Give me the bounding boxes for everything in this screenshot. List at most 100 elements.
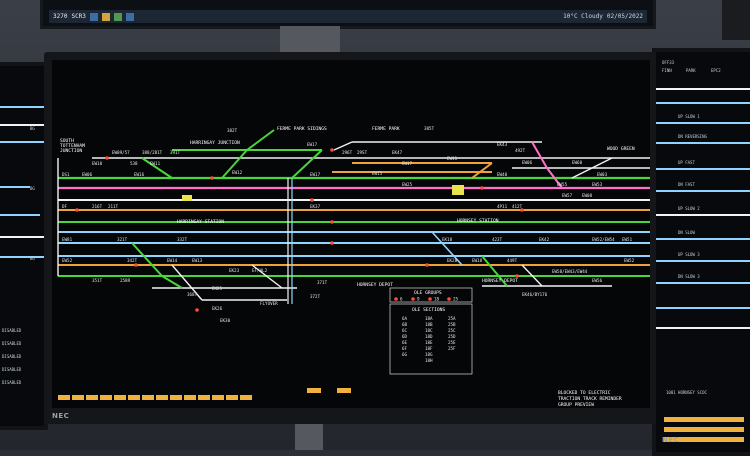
right-monitor-footer: 1001 HORNSEY SCOC	[666, 390, 707, 395]
status-button[interactable]	[128, 395, 140, 400]
berth-label: 388/281T	[142, 150, 163, 155]
berth-label: EW11	[447, 156, 458, 161]
track-line	[656, 238, 750, 240]
ole-groups-box	[389, 287, 473, 303]
monitor-stand	[295, 420, 323, 450]
status-button[interactable]	[100, 395, 112, 400]
status-button[interactable]	[198, 395, 210, 400]
track-line	[656, 214, 750, 216]
berth-label: EK37	[310, 204, 321, 209]
svg-text:25A: 25A	[448, 316, 456, 321]
berth-label: EK43	[497, 142, 508, 147]
station-label: FERME PARK	[372, 126, 400, 132]
status-button[interactable]	[212, 395, 224, 400]
status-button[interactable]	[184, 395, 196, 400]
status-button[interactable]	[337, 388, 351, 393]
signal-icon	[75, 208, 79, 212]
svg-text:6F: 6F	[402, 346, 408, 351]
station-label: HORNSEY STATION	[457, 218, 499, 224]
signal-icon	[520, 208, 524, 212]
berth-label: EW52	[624, 258, 635, 263]
app-icon[interactable]	[89, 12, 98, 21]
berth-label: EW52	[62, 258, 73, 263]
status-bar	[664, 437, 744, 442]
taskbar-text: 3270	[53, 13, 68, 20]
svg-text:6A: 6A	[402, 316, 408, 321]
status-button[interactable]	[86, 395, 98, 400]
app-icon[interactable]	[125, 12, 134, 21]
berth-label: DS1	[62, 172, 70, 177]
svg-text:18C: 18C	[425, 328, 433, 333]
berth-label: EW58/EW43/EW44	[552, 269, 588, 274]
folder-icon[interactable]	[101, 12, 110, 21]
track-line-green	[246, 129, 275, 151]
signal-icon	[310, 198, 314, 202]
track-line-green	[221, 149, 248, 179]
taskbar-date: 02/05/2022	[606, 13, 643, 20]
berth-label: EW10	[92, 161, 103, 166]
left-monitor-item: DISABLED	[2, 367, 22, 372]
monitor-brand-logo: NEC	[52, 412, 70, 420]
ole-group: 6	[400, 297, 403, 302]
track-diagram: SOUTH TOTTENHAM JUNCTION HARRINGAY JUNCT…	[57, 126, 650, 408]
status-button[interactable]	[226, 395, 238, 400]
signal-icon	[210, 176, 214, 180]
train-marker	[452, 185, 464, 195]
berth-label: 371T	[317, 280, 328, 285]
status-button[interactable]	[170, 395, 182, 400]
track-line-orange	[471, 162, 493, 179]
berth-label: 29ST	[357, 150, 368, 155]
signal-icon	[515, 274, 519, 278]
berth-label: 372T	[310, 294, 321, 299]
ole-col2: 18A 18B 18C 18D 18E 18F 18G 18H	[425, 316, 433, 363]
taskbar-text-2: SCR3	[71, 13, 86, 20]
track-line-white	[521, 264, 543, 287]
berth-label: EK25	[212, 286, 223, 291]
berth-label: EK30	[220, 318, 231, 323]
svg-text:25D: 25D	[448, 334, 456, 339]
notice-text: GROUP PREVIEW	[558, 402, 594, 408]
berth-label: EW57	[562, 193, 573, 198]
ole-sections-box	[389, 303, 473, 375]
berth-label: DF	[62, 204, 68, 209]
ole-groups-title: OLE GROUPS	[414, 290, 442, 296]
ole-col3: 25A 25B 25C 25D 25E 25F	[448, 316, 456, 351]
berth-label: 538	[130, 161, 138, 166]
right-monitor-row: DN SLOW	[678, 230, 695, 235]
signal-icon	[480, 186, 484, 190]
berth-label: 391T	[170, 150, 181, 155]
right-monitor-row: UP SLOW 2	[678, 206, 700, 211]
berth-label: EW08	[582, 193, 593, 198]
right-monitor-row: UP SLOW 3	[678, 252, 700, 257]
track-line	[656, 168, 750, 170]
track-line-green	[291, 149, 323, 179]
berth-label: 449T	[507, 258, 518, 263]
track-line-green	[131, 242, 163, 277]
berth-label: EW60	[572, 160, 583, 165]
station-label: SOUTH	[60, 138, 74, 144]
berth-label: 423T	[492, 237, 503, 242]
berth-label: 211T	[108, 204, 119, 209]
signal-icon	[425, 263, 429, 267]
signal-icon	[105, 156, 109, 160]
status-button[interactable]	[307, 388, 321, 393]
right-monitor-header: EPC2	[711, 68, 721, 73]
signal-icon	[330, 148, 334, 152]
status-button[interactable]	[72, 395, 84, 400]
status-button-row	[58, 395, 252, 400]
status-button[interactable]	[58, 395, 70, 400]
status-button[interactable]	[114, 395, 126, 400]
station-label: HORNSEY DEPOT	[357, 282, 393, 288]
track-line-pink	[531, 141, 548, 169]
track-line-white	[171, 264, 203, 301]
status-button[interactable]	[240, 395, 252, 400]
ole-group: 9	[417, 297, 420, 302]
train-marker	[182, 195, 192, 201]
app-icon[interactable]	[113, 12, 122, 21]
left-monitor-diagram	[0, 106, 44, 258]
track-line	[656, 122, 750, 124]
berth-label: EW40	[497, 172, 508, 177]
status-button[interactable]	[142, 395, 154, 400]
status-button[interactable]	[156, 395, 168, 400]
berth-label: EW06	[82, 172, 93, 177]
